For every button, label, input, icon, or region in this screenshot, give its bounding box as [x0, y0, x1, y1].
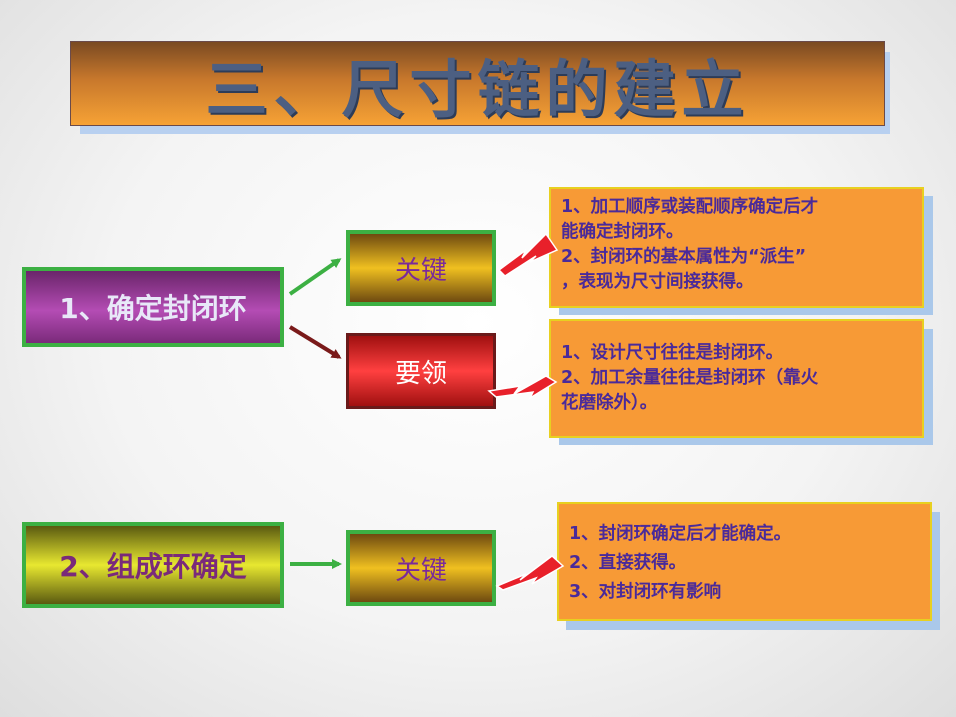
key-box-1: 关键 [346, 230, 496, 306]
info-1-line-2: 能确定封闭环。 [561, 222, 684, 242]
step-2-label: 2、组成环确定 [59, 550, 247, 583]
key-box-2: 关键 [346, 530, 496, 606]
info-1-line-1: 1、加工顺序或装配顺序确定后才 [561, 197, 819, 217]
step-2-box: 2、组成环确定 [22, 522, 284, 608]
info-2-line-3: 花磨除外）。 [561, 393, 658, 413]
info-box-1: 1、加工顺序或装配顺序确定后才 能确定封闭环。 2、封闭环的基本属性为“派生” … [549, 187, 924, 308]
page-title: 三、尺寸链的建立 [205, 52, 750, 126]
info-3-line-1: 1、封闭环确定后才能确定。 [569, 524, 792, 544]
info-1-line-3: 2、封闭环的基本属性为“派生” [561, 247, 807, 267]
title-banner: 三、尺寸链的建立 [70, 41, 885, 126]
key-label-1: 关键 [394, 255, 447, 286]
essential-box: 要领 [346, 333, 496, 409]
key-label-2: 关键 [394, 555, 447, 586]
info-2-line-1: 1、设计尺寸往往是封闭环。 [561, 343, 784, 363]
red-arrow-2 [487, 375, 558, 401]
arrow-step1-to-key [288, 258, 342, 296]
step-1-box: 1、确定封闭环 [22, 267, 284, 347]
red-arrow-3 [495, 555, 565, 591]
info-box-2: 1、设计尺寸往往是封闭环。 2、加工余量往往是封闭环（靠火 花磨除外）。 [549, 319, 924, 438]
info-1-line-4: ，表现为尺寸间接获得。 [561, 272, 754, 292]
arrow-step1-to-essential [288, 325, 342, 359]
red-arrow-1 [497, 232, 559, 277]
step-1-label: 1、确定封闭环 [59, 292, 247, 325]
info-2-line-2: 2、加工余量往往是封闭环（靠火 [561, 368, 819, 388]
info-box-3: 1、封闭环确定后才能确定。 2、直接获得。 3、对封闭环有影响 [557, 502, 932, 621]
info-3-line-3: 3、对封闭环有影响 [569, 582, 722, 602]
essential-label: 要领 [394, 358, 447, 389]
info-3-line-2: 2、直接获得。 [569, 553, 687, 573]
